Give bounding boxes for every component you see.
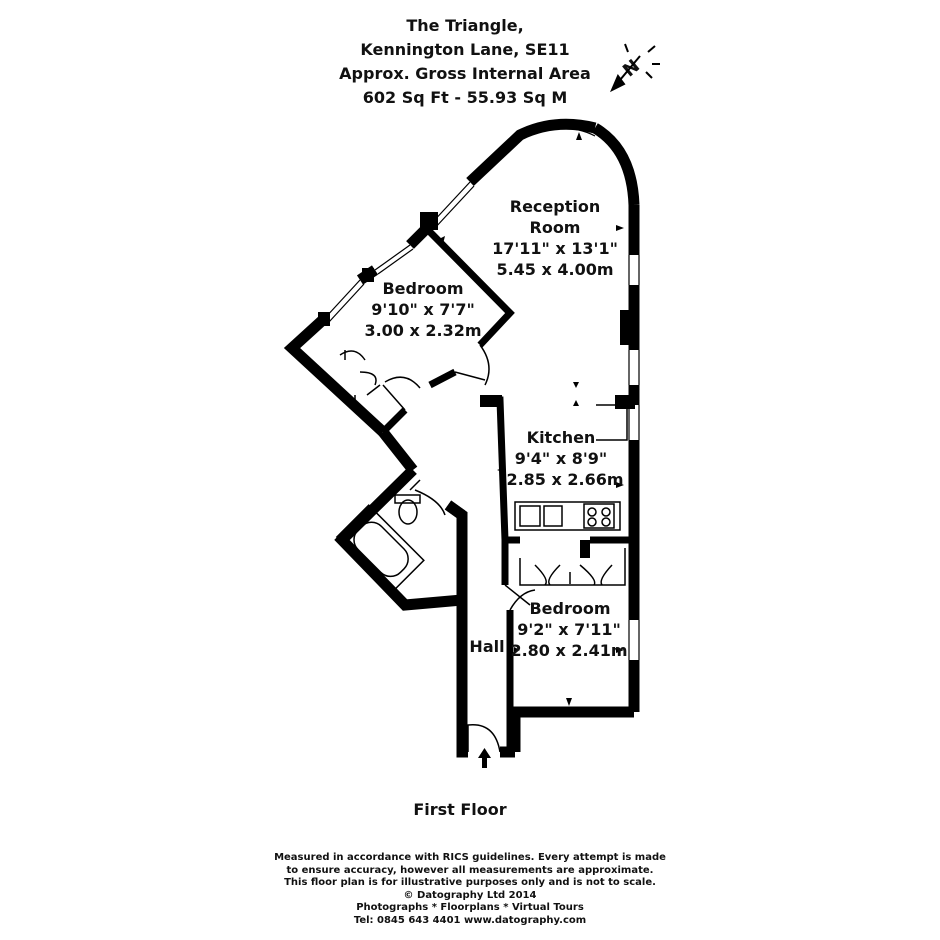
footer-services: Photographs * Floorplans * Virtual Tours [356, 902, 584, 913]
header-area-value: 602 Sq Ft - 55.93 Sq M [362, 88, 568, 107]
footer-contact: Tel: 0845 643 4401 www.datography.com [353, 914, 587, 926]
doors [382, 344, 536, 753]
room-name: Bedroom [382, 279, 464, 298]
header-address: Kennington Lane, SE11 [360, 40, 570, 59]
header-title: The Triangle, [406, 16, 524, 35]
room-label-kitchen: Kitchen 9'4" x 8'9" 2.85 x 2.66m [495, 427, 645, 490]
fixtures [309, 350, 628, 594]
room-label-bedroom-1: Bedroom 9'10" x 7'7" 3.00 x 2.32m [348, 278, 498, 341]
header-area-label: Approx. Gross Internal Area [339, 64, 591, 83]
footer-line: to ensure accuracy, however all measurem… [286, 864, 654, 876]
plan-header: The Triangle, Kennington Lane, SE11 Appr… [300, 14, 630, 110]
compass-arrow-icon [610, 43, 660, 93]
room-label-reception: Reception Room 17'11" x 13'1" 5.45 x 4.0… [480, 196, 630, 280]
room-name: Hall [469, 637, 505, 656]
dimension-ticks [437, 132, 624, 706]
room-label-hall: Hall [462, 636, 512, 657]
wall-pillars [318, 212, 636, 558]
room-dimensions-metric: 2.85 x 2.66m [506, 470, 624, 489]
footer-line: This floor plan is for illustrative purp… [284, 877, 656, 888]
room-name: Kitchen [526, 428, 596, 447]
floor-label: First Floor [413, 800, 507, 819]
room-dimensions-imperial: 9'4" x 8'9" [514, 449, 608, 468]
room-dimensions-metric: 3.00 x 2.32m [364, 321, 482, 340]
entrance-arrow-icon [478, 748, 491, 768]
room-dimensions-imperial: 9'2" x 7'11" [517, 620, 621, 639]
disclaimer-footer: Measured in accordance with RICS guideli… [270, 852, 670, 927]
footer-line: Measured in accordance with RICS guideli… [274, 852, 666, 863]
room-label-bedroom-2: Bedroom 9'2" x 7'11" 2.80 x 2.41m [500, 598, 650, 661]
windows [324, 121, 640, 660]
room-dimensions-metric: 5.45 x 4.00m [496, 260, 614, 279]
room-name: Room [529, 218, 581, 237]
room-name: Bedroom [529, 599, 611, 618]
room-name: Reception [509, 197, 601, 216]
room-dimensions-metric: 2.80 x 2.41m [510, 641, 628, 660]
room-dimensions-imperial: 17'11" x 13'1" [492, 239, 618, 258]
footer-copyright: © Datography Ltd 2014 [403, 889, 537, 901]
room-dimensions-imperial: 9'10" x 7'7" [371, 300, 475, 319]
